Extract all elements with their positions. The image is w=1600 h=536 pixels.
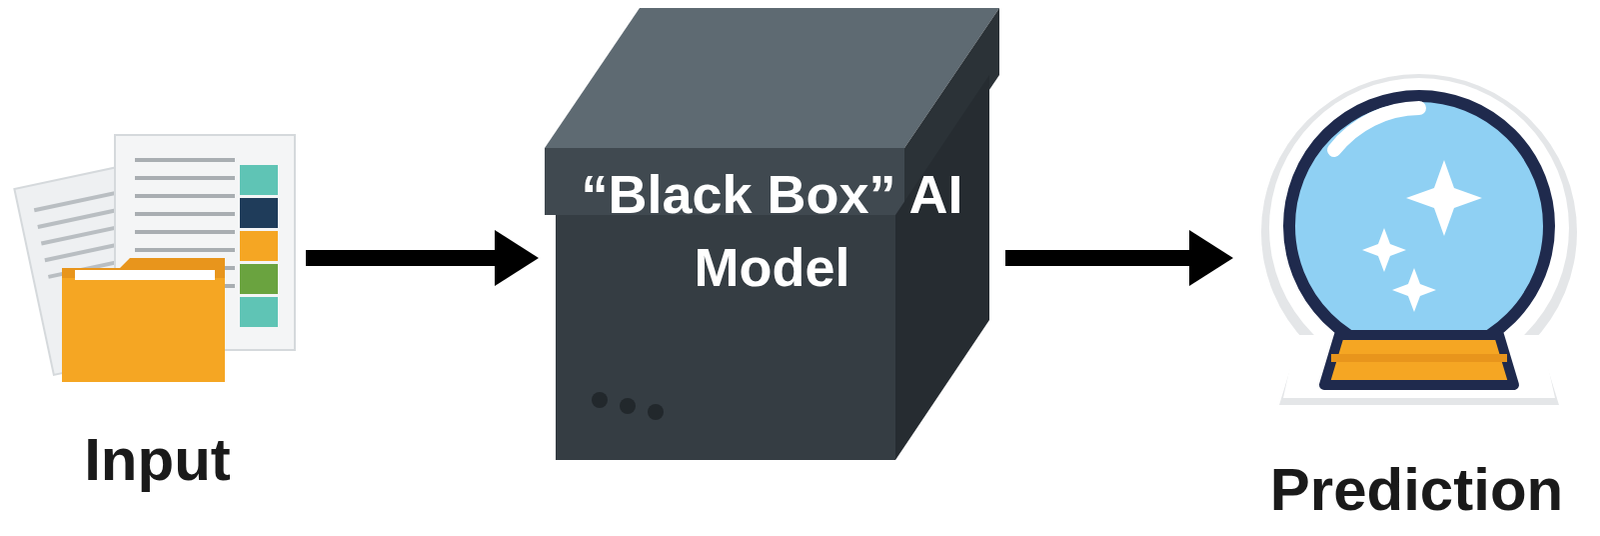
model-box: “Black Box” AI Model [544,7,1000,460]
node-label: Prediction [1270,448,1564,530]
icon-node: Prediction [1239,79,1595,530]
flow-arrow [305,229,539,286]
arrow-shaft [1005,249,1194,266]
node-label: Input [83,418,231,500]
arrow-shaft [305,249,499,266]
arrow-head [1189,229,1234,286]
crystal-ball-icon [1261,73,1578,405]
documents-icon [13,134,295,382]
box-title: “Black Box” AI Model [577,157,968,304]
black-box [544,7,1000,460]
icon-node: Input [14,129,300,500]
flow-arrow [1005,229,1234,286]
arrow-head [494,229,539,286]
